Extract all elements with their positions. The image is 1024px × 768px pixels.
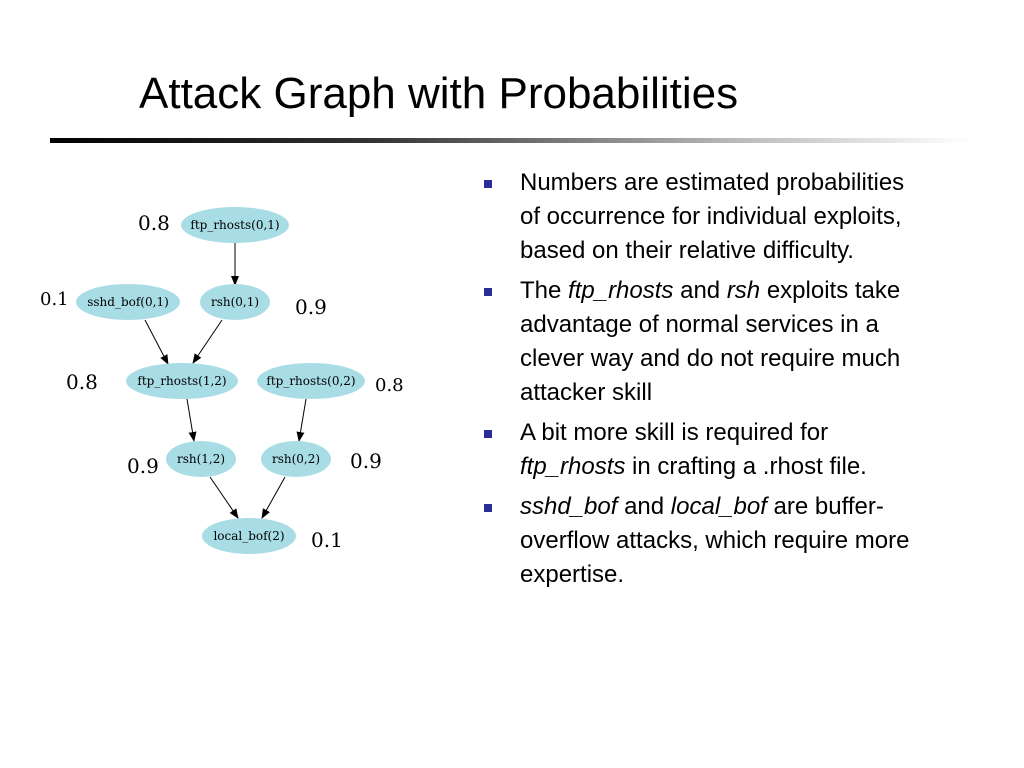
title-divider <box>50 138 970 143</box>
bullet-text-part: in crafting a .rhost file. <box>625 453 867 480</box>
bullet-list: Numbers are estimated probabilities of o… <box>480 166 920 598</box>
bullet-text-part: exploits take advantage of normal servic… <box>520 277 901 406</box>
node-ftp-rhosts-01: ftp_rhosts(0,1) <box>181 207 289 243</box>
probability-label: 0.8 <box>375 375 404 396</box>
node-label: ftp_rhosts(0,2) <box>266 374 355 388</box>
probability-label: 0.9 <box>127 454 159 478</box>
node-label: rsh(0,2) <box>272 452 320 466</box>
probability-label: 0.1 <box>40 289 69 310</box>
edge-rsh-02-to-local-bof-2 <box>261 476 286 519</box>
bullet-text-part: A bit more skill is required for <box>520 419 829 446</box>
node-sshd-bof-01: sshd_bof(0,1) <box>76 284 180 320</box>
edge-sshd-bof-01-to-ftp-rhosts-12 <box>144 319 169 365</box>
slide-title: Attack Graph with Probabilities <box>139 69 739 118</box>
bullet-text: sshd_bof and local_bof are buffer-overfl… <box>520 493 909 588</box>
bullet-item: sshd_bof and local_bof are buffer-overfl… <box>480 490 920 592</box>
exploit-name: ftp_rhosts <box>568 277 674 304</box>
node-label: ftp_rhosts(1,2) <box>137 374 226 388</box>
bullet-text-part: and <box>617 493 671 520</box>
bullet-text: A bit more skill is required for ftp_rho… <box>520 419 867 480</box>
edge-rsh-12-to-local-bof-2 <box>209 476 239 519</box>
probability-label: 0.8 <box>66 370 98 394</box>
node-ftp-rhosts-12: ftp_rhosts(1,2) <box>126 363 238 399</box>
bullet-square-icon <box>484 180 492 188</box>
edge-ftp-rhosts-02-to-rsh-02 <box>296 398 307 442</box>
exploit-name: rsh <box>726 277 761 304</box>
bullet-item: A bit more skill is required for ftp_rho… <box>480 416 920 484</box>
node-rsh-12: rsh(1,2) <box>166 441 236 477</box>
bullet-square-icon <box>484 430 492 438</box>
node-label: local_bof(2) <box>213 529 284 543</box>
bullet-text: The ftp_rhosts and rsh exploits take adv… <box>520 277 900 406</box>
probability-label: 0.9 <box>295 295 327 319</box>
bullet-square-icon <box>484 504 492 512</box>
bullet-item: Numbers are estimated probabilities of o… <box>480 166 920 268</box>
node-local-bof-2: local_bof(2) <box>202 518 296 554</box>
node-label: rsh(0,1) <box>211 295 259 309</box>
bullet-text-part: and <box>673 277 727 304</box>
node-rsh-01: rsh(0,1) <box>200 284 270 320</box>
edge-ftp-rhosts-12-to-rsh-12 <box>186 398 197 442</box>
exploit-name: sshd_bof <box>520 493 618 520</box>
exploit-name: local_bof <box>670 493 767 520</box>
bullet-text-part: The <box>520 277 569 304</box>
bullet-square-icon <box>484 288 492 296</box>
exploit-name: ftp_rhosts <box>520 453 626 480</box>
edge-rsh-01-to-ftp-rhosts-12 <box>192 319 223 364</box>
node-label: ftp_rhosts(0,1) <box>190 218 279 232</box>
node-rsh-02: rsh(0,2) <box>261 441 331 477</box>
attack-graph: ftp_rhosts(0,1) sshd_bof(0,1) rsh(0,1) f… <box>40 207 404 554</box>
probability-label: 0.1 <box>311 528 343 552</box>
bullet-item: The ftp_rhosts and rsh exploits take adv… <box>480 274 920 410</box>
node-label: rsh(1,2) <box>177 452 225 466</box>
bullet-text: Numbers are estimated probabilities of o… <box>520 169 905 264</box>
node-label: sshd_bof(0,1) <box>87 295 169 309</box>
bullet-text-part: are buffer-overflow attacks, which requi… <box>520 493 910 588</box>
node-ftp-rhosts-02: ftp_rhosts(0,2) <box>257 363 365 399</box>
probability-label: 0.9 <box>350 449 382 473</box>
probability-label: 0.8 <box>138 211 170 235</box>
